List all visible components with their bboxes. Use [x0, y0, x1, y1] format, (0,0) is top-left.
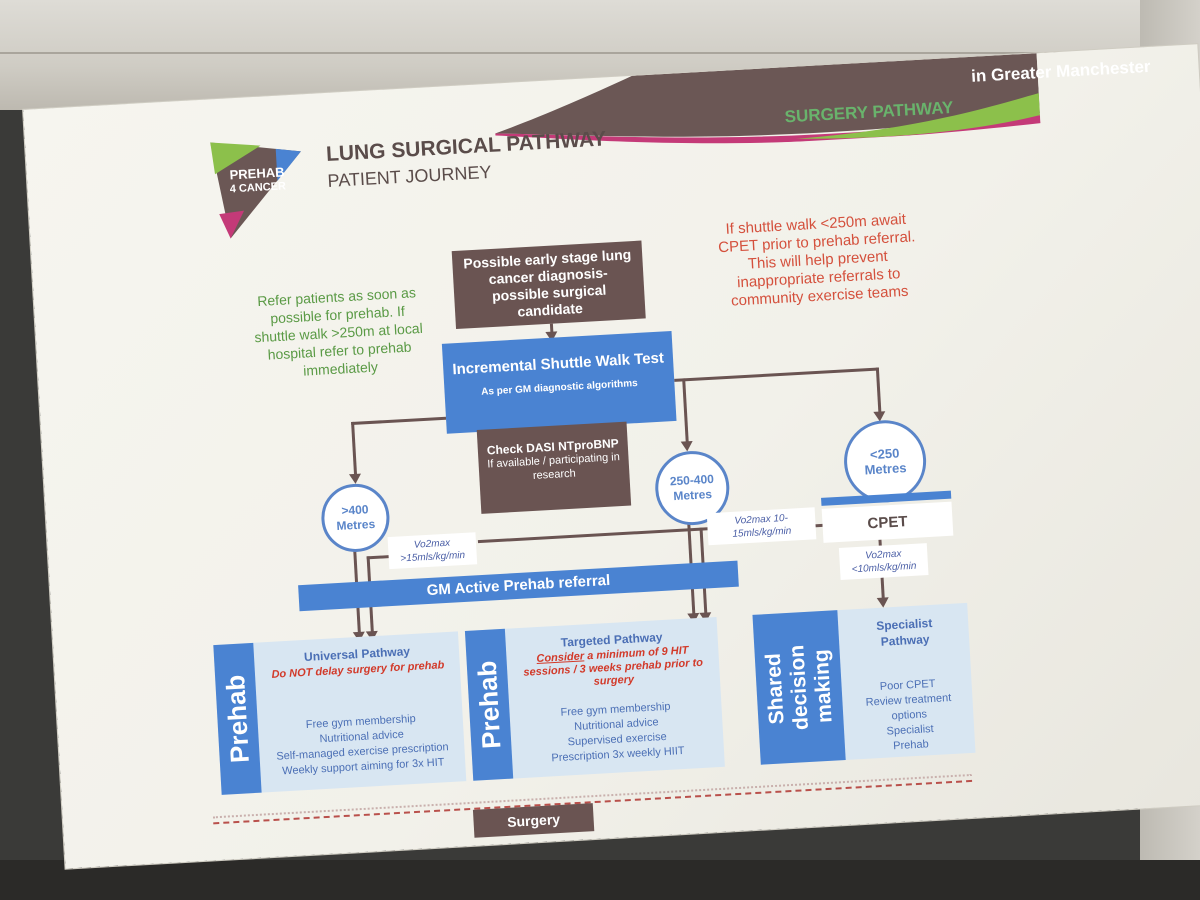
gm-active-prehab-referral-bar: GM Active Prehab referral: [298, 560, 739, 612]
slide: in Greater Manchester PREHAB 4 CANCER LU…: [23, 44, 1200, 869]
header-banner: [495, 53, 1041, 144]
logo-icon: [210, 142, 301, 239]
connector: [682, 378, 689, 444]
panel-list: Poor CPET Review treatment options Speci…: [848, 675, 970, 756]
panel-tab: Prehab: [464, 628, 514, 781]
vo2max-mid-label: Vo2max 10-15mls/kg/min: [706, 507, 817, 546]
panel-list: Free gym membership Nutritional advice S…: [517, 697, 716, 768]
connector: [351, 416, 447, 426]
targeted-pathway-panel: Prehab Targeted Pathway Consider a minim…: [464, 616, 725, 781]
floor-shadow: [0, 860, 1200, 900]
panel-tab-label: Prehab: [471, 659, 507, 750]
prehab-4-cancer-logo: PREHAB 4 CANCER: [205, 129, 311, 244]
circle-unit: Metres: [672, 487, 713, 504]
projection-screen: in Greater Manchester PREHAB 4 CANCER LU…: [18, 0, 1200, 869]
specialist-pathway-panel: Shared decision making Specialist Pathwa…: [752, 602, 976, 765]
shuttle-walk-test-box: Incremental Shuttle Walk Test As per GM …: [441, 331, 677, 434]
vo2max-low-label: Vo2max <10mls/kg/min: [838, 543, 929, 580]
dasi-check-box: Check DASI NTproBNP If available / parti…: [476, 421, 632, 514]
connector: [880, 577, 885, 600]
iswt-subtitle: As per GM diagnostic algorithms: [480, 377, 639, 398]
circle-value: <250: [869, 445, 900, 463]
connector: [674, 367, 880, 382]
universal-pathway-panel: Prehab Universal Pathway Do NOT delay su…: [213, 631, 467, 795]
circle-value: >400: [341, 502, 369, 518]
diagnosis-box: Possible early stage lung cancer diagnos…: [451, 240, 646, 330]
panel-title: Specialist Pathway: [845, 613, 965, 652]
referral-note: Refer patients as soon as possible for p…: [253, 284, 424, 379]
connector: [477, 527, 708, 544]
circle-unit: Metres: [864, 460, 907, 478]
circle-unit: Metres: [336, 516, 376, 534]
panel-warning: Consider a minimum of 9 HIT sessions / 3…: [514, 643, 712, 693]
ceiling-seam: [0, 52, 1200, 54]
cpet-box: CPET: [821, 501, 954, 543]
vo2max-high-label: Vo2max >15mls/kg/min: [387, 532, 478, 570]
connector: [351, 421, 358, 477]
iswt-title: Incremental Shuttle Walk Test: [451, 349, 665, 379]
panel-tab: Shared decision making: [752, 610, 846, 765]
panel-tab-label: Shared decision making: [761, 643, 838, 732]
connector: [875, 367, 882, 414]
under-250m-circle: <250 Metres: [841, 418, 929, 505]
connector: [366, 555, 391, 560]
page-subtitle: PATIENT JOURNEY: [327, 161, 492, 191]
surgery-box: Surgery: [472, 803, 595, 838]
panel-tab: Prehab: [213, 642, 262, 795]
panel-list: Free gym membership Nutritional advice S…: [266, 710, 459, 781]
cpet-warning-note: If shuttle walk <250m await CPET prior t…: [717, 210, 916, 310]
panel-tab-label: Prehab: [220, 673, 255, 764]
tab-line: making: [809, 648, 837, 724]
page-title: LUNG SURGICAL PATHWAY: [325, 127, 607, 166]
arrow-icon: [680, 440, 694, 452]
arrow-icon: [348, 473, 362, 485]
panel-warning-text: a minimum of 9 HIT sessions / 3 weeks pr…: [523, 644, 704, 688]
over-400m-circle: >400 Metres: [319, 482, 392, 554]
